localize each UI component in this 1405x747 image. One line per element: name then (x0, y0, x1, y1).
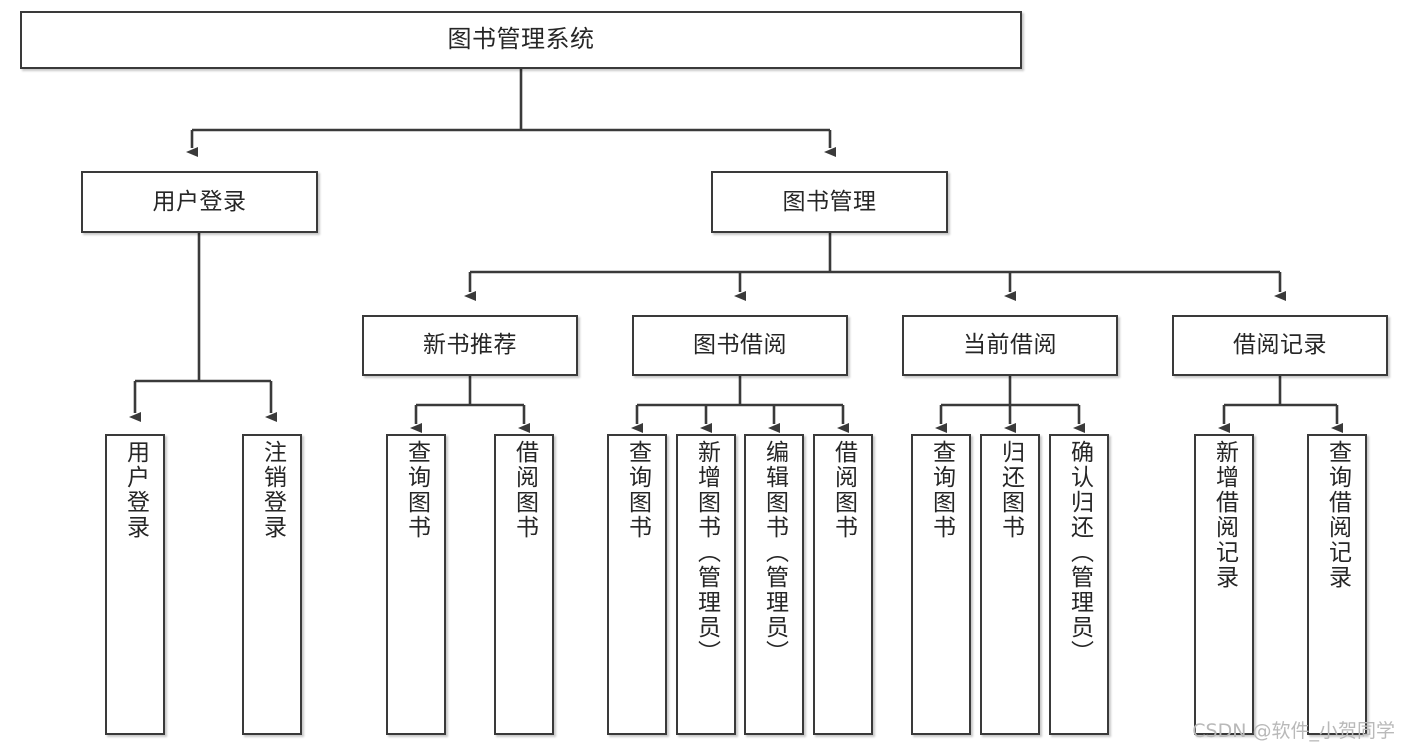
node-label: 查询借阅记录 (1324, 440, 1351, 590)
node-label: 查询图书 (928, 440, 955, 540)
node-label: 图书借阅 (693, 332, 787, 359)
node-label: 编辑图书（管理员） (761, 440, 788, 665)
node-label: 新增图书（管理员） (693, 440, 720, 665)
watermark-text: CSDN @软件_小贺同学 (1192, 720, 1395, 742)
node-book-management[interactable]: 图书管理 (711, 171, 948, 233)
node-label: 当前借阅 (963, 332, 1057, 359)
link-bookmanage-to-level3 (464, 233, 1286, 301)
leaf-query-book-borrow[interactable]: 查询图书 (607, 434, 667, 735)
node-current-borrow[interactable]: 当前借阅 (902, 315, 1118, 376)
node-label: 图书管理系统 (447, 25, 595, 54)
leaf-logout-login[interactable]: 注销登录 (242, 434, 302, 735)
leaf-user-login[interactable]: 用户登录 (105, 434, 165, 735)
node-root-book-management-system[interactable]: 图书管理系统 (20, 11, 1022, 69)
node-label: 查询图书 (403, 440, 430, 540)
leaf-add-borrow-record[interactable]: 新增借阅记录 (1194, 434, 1254, 735)
node-label: 查询图书 (624, 440, 651, 540)
node-new-book-recommend[interactable]: 新书推荐 (362, 315, 578, 376)
node-label: 新书推荐 (423, 332, 517, 359)
node-label: 注销登录 (259, 440, 286, 540)
link-userlogin-to-leaves (129, 233, 277, 422)
node-label: 确认归还（管理员） (1066, 440, 1093, 665)
leaf-borrow-book[interactable]: 借阅图书 (813, 434, 873, 735)
leaf-query-book-newbook[interactable]: 查询图书 (386, 434, 446, 735)
node-label: 借阅记录 (1233, 332, 1327, 359)
leaf-query-book-current[interactable]: 查询图书 (911, 434, 971, 735)
leaf-return-book[interactable]: 归还图书 (980, 434, 1040, 735)
node-label: 借阅图书 (511, 440, 538, 540)
leaf-borrow-book-newbook[interactable]: 借阅图书 (494, 434, 554, 735)
leaf-query-borrow-record[interactable]: 查询借阅记录 (1307, 434, 1367, 735)
node-label: 用户登录 (122, 440, 149, 540)
node-user-login[interactable]: 用户登录 (81, 171, 318, 233)
node-book-borrow[interactable]: 图书借阅 (632, 315, 848, 376)
node-label: 图书管理 (782, 188, 877, 215)
node-borrow-record[interactable]: 借阅记录 (1172, 315, 1388, 376)
leaf-edit-book-admin[interactable]: 编辑图书（管理员） (744, 434, 804, 735)
link-current-to-leaves (935, 376, 1085, 433)
node-label: 新增借阅记录 (1211, 440, 1238, 590)
leaf-add-book-admin[interactable]: 新增图书（管理员） (676, 434, 736, 735)
leaf-confirm-return-admin[interactable]: 确认归还（管理员） (1049, 434, 1109, 735)
node-label: 用户登录 (152, 188, 247, 215)
link-borrow-to-leaves (631, 376, 849, 433)
link-record-to-leaves (1218, 376, 1343, 433)
node-label: 归还图书 (997, 440, 1024, 540)
node-label: 借阅图书 (830, 440, 857, 540)
link-newbook-to-leaves (410, 376, 530, 433)
link-root-to-level2 (186, 69, 836, 157)
